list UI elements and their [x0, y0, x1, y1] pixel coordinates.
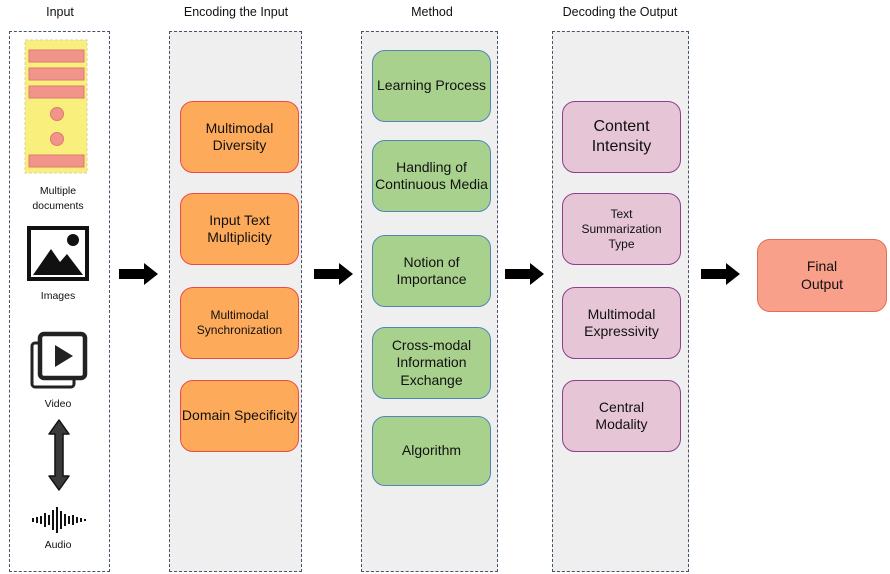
- encoding-box-label: Input Text Multiplicity: [207, 211, 272, 246]
- encoding-box-multimodal-synchronization: Multimodal Synchronization: [180, 287, 299, 359]
- image-icon: [27, 226, 89, 281]
- right-arrow-icon: [701, 263, 740, 285]
- method-box-notion-of-importance: Notion of Importance: [372, 235, 491, 307]
- encoding-column-title: Encoding the Input: [183, 5, 289, 19]
- encoding-box-domain-specificity: Domain Specificity: [180, 380, 299, 452]
- final-output-label: Final Output: [800, 258, 844, 292]
- bidirectional-arrow-icon: [48, 419, 70, 491]
- method-box-cross-modal-information-exchange: Cross-modal Information Exchange: [372, 327, 491, 399]
- encoding-box-label: Domain Specificity: [181, 407, 298, 424]
- decoding-box-label: Content Intensity: [591, 118, 652, 155]
- documents-label: Multiple documents: [32, 185, 84, 212]
- method-box-label: Cross-modal Information Exchange: [391, 336, 472, 388]
- method-box-label: Learning Process: [377, 77, 486, 94]
- audio-label: Audio: [44, 539, 72, 551]
- method-box-learning-process: Learning Process: [372, 50, 491, 122]
- decoding-box-label: Multimodal Expressivity: [584, 305, 659, 340]
- video-label: Video: [44, 398, 72, 410]
- encoding-box-multimodal-diversity: Multimodal Diversity: [180, 101, 299, 173]
- method-column-title: Method: [411, 5, 453, 19]
- input-column-title: Input: [46, 5, 74, 19]
- video-icon: [30, 331, 88, 389]
- encoding-box-label: Multimodal Diversity: [205, 119, 274, 154]
- right-arrow-icon: [119, 263, 158, 285]
- decoding-box-content-intensity: Content Intensity: [562, 101, 681, 173]
- method-box-label: Notion of Importance: [396, 253, 467, 288]
- audio-waveform-icon: [32, 507, 86, 533]
- final-output-box: Final Output: [757, 239, 887, 312]
- encoding-box-input-text-multiplicity: Input Text Multiplicity: [180, 193, 299, 265]
- images-label: Images: [40, 290, 76, 302]
- right-arrow-icon: [314, 263, 353, 285]
- decoding-column-title: Decoding the Output: [562, 5, 678, 19]
- document-icon: [24, 39, 88, 174]
- method-box-algorithm: Algorithm: [372, 416, 491, 486]
- decoding-box-multimodal-expressivity: Multimodal Expressivity: [562, 287, 681, 359]
- encoding-box-label: Multimodal Synchronization: [196, 308, 283, 337]
- right-arrow-icon: [505, 263, 544, 285]
- decoding-box-label: Text Summarization Type: [581, 206, 662, 251]
- decoding-box-label: Central Modality: [595, 398, 648, 433]
- method-box-label: Handling of Continuous Media: [375, 158, 488, 193]
- method-box-label: Algorithm: [401, 442, 462, 459]
- decoding-box-text-summarization-type: Text Summarization Type: [562, 193, 681, 265]
- decoding-box-central-modality: Central Modality: [562, 380, 681, 452]
- method-box-handling-of-continuous-media: Handling of Continuous Media: [372, 140, 491, 212]
